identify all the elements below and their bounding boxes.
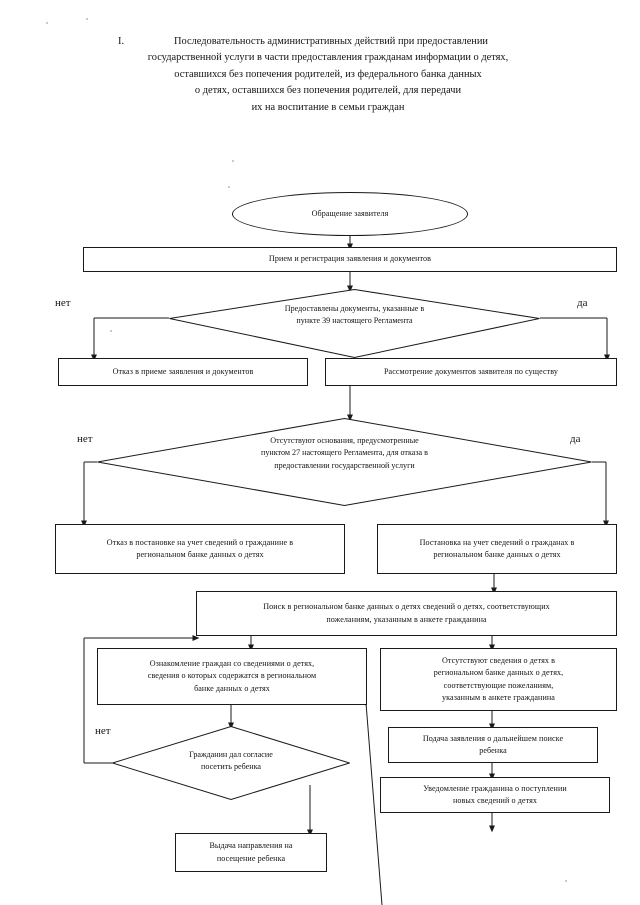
node-referral[interactable]: Выдача направления на посещение ребенка (175, 833, 327, 872)
node-decision-grounds-line-2: пунктом 27 настоящего Регламента, для от… (261, 448, 428, 458)
node-register-line-2: региональном банке данных о детях (433, 550, 561, 559)
title-line-3: оставшихся без попечения родителей, из ф… (174, 68, 482, 80)
node-search[interactable]: Поиск в региональном банке данных о детя… (196, 591, 617, 636)
node-refuse-registration-line-2: региональном банке данных о детях (136, 550, 264, 559)
node-no-data[interactable]: Отсутствуют сведения о детях в региональ… (380, 648, 617, 711)
title-number: I. (118, 36, 125, 47)
node-no-data-line-4: указанным в анкете гражданина (442, 692, 555, 702)
node-decision-documents-line-1: Предоставлены документы, указанные в (284, 304, 425, 313)
node-no-data-line-3: соответствующие пожеланиям, (443, 680, 554, 690)
node-register[interactable]: Постановка на учет сведений о гражданах … (377, 524, 617, 574)
node-start-appeal[interactable]: Обращение заявителя (232, 192, 468, 236)
scan-speck (110, 330, 112, 332)
node-decision-consent-line-2: посетить ребенка (201, 762, 261, 772)
node-familiarize-line-3: банке данных о детях (194, 683, 270, 693)
node-referral-line-1: Выдача направления на (209, 841, 293, 851)
node-decision-grounds-line-3: предоставлении государственной услуги (274, 460, 415, 470)
scan-speck (228, 186, 230, 188)
page-title: I. Последовательность административных де… (118, 34, 538, 116)
branch-label-grounds-yes: да (570, 433, 581, 445)
node-familiarize[interactable]: Ознакомление граждан со сведениями о дет… (97, 648, 367, 705)
scan-speck (46, 22, 48, 24)
node-further-search-line-2: ребенка (479, 746, 507, 755)
node-intake[interactable]: Прием и регистрация заявления и документ… (83, 247, 617, 272)
title-line-4: о детях, оставшихся без попечения родите… (194, 85, 462, 97)
node-decision-documents[interactable]: Предоставлены документы, указанные в пун… (169, 289, 540, 358)
node-further-search[interactable]: Подача заявления о дальнейшем поиске реб… (388, 727, 598, 763)
node-notify-line-2: новых сведений о детях (452, 796, 538, 805)
title-line-2: государственной услуги в части предостав… (147, 52, 509, 64)
node-search-line-1: Поиск в региональном банке данных о детя… (263, 602, 550, 612)
node-decision-documents-line-2: пункте 39 настоящего Регламента (296, 316, 413, 326)
node-refuse-intake[interactable]: Отказ в приеме заявления и документов (58, 358, 308, 386)
node-start-appeal-label: Обращение заявителя (311, 208, 389, 218)
node-search-line-2: пожеланиям, указанным в анкете гражданин… (326, 614, 487, 624)
scan-speck (565, 880, 567, 882)
branch-label-consent-no: нет (95, 725, 111, 737)
node-decision-grounds[interactable]: Отсутствуют основания, предусмотренные п… (97, 418, 592, 506)
node-decision-grounds-line-1: Отсутствуют основания, предусмотренные (270, 436, 419, 445)
node-refuse-registration-line-1: Отказ в постановке на учет сведений о гр… (106, 537, 294, 547)
node-review-documents[interactable]: Рассмотрение документов заявителя по сущ… (325, 358, 617, 386)
node-refuse-intake-label: Отказ в приеме заявления и документов (112, 366, 254, 376)
node-no-data-line-1: Отсутствуют сведения о детях в (441, 655, 556, 665)
scan-speck (232, 160, 234, 162)
node-referral-line-2: посещение ребенка (216, 853, 286, 863)
node-familiarize-line-2: сведения о которых содержатся в регионал… (147, 671, 317, 681)
node-no-data-line-2: региональном банке данных о детях, (433, 668, 564, 678)
branch-label-docs-yes: да (577, 297, 588, 309)
title-line-5: их на воспитание в семьи граждан (251, 101, 405, 113)
branch-label-grounds-no: нет (77, 433, 93, 445)
node-refuse-registration[interactable]: Отказ в постановке на учет сведений о гр… (55, 524, 345, 574)
node-register-line-1: Постановка на учет сведений о гражданах … (419, 537, 575, 547)
node-familiarize-line-1: Ознакомление граждан со сведениями о дет… (149, 658, 315, 668)
node-intake-label: Прием и регистрация заявления и документ… (268, 254, 432, 264)
node-notify-line-1: Уведомление гражданина о поступлении (423, 783, 567, 793)
node-notify[interactable]: Уведомление гражданина о поступлении нов… (380, 777, 610, 813)
node-decision-consent-line-1: Гражданин дал согласие (189, 750, 273, 759)
node-further-search-line-1: Подача заявления о дальнейшем поиске (422, 733, 564, 743)
branch-label-docs-no: нет (55, 297, 71, 309)
node-review-documents-label: Рассмотрение документов заявителя по сущ… (383, 366, 559, 376)
scan-speck (86, 18, 88, 20)
node-decision-consent[interactable]: Гражданин дал согласие посетить ребенка (112, 726, 350, 800)
title-line-1: Последовательность административных дейс… (174, 36, 488, 47)
